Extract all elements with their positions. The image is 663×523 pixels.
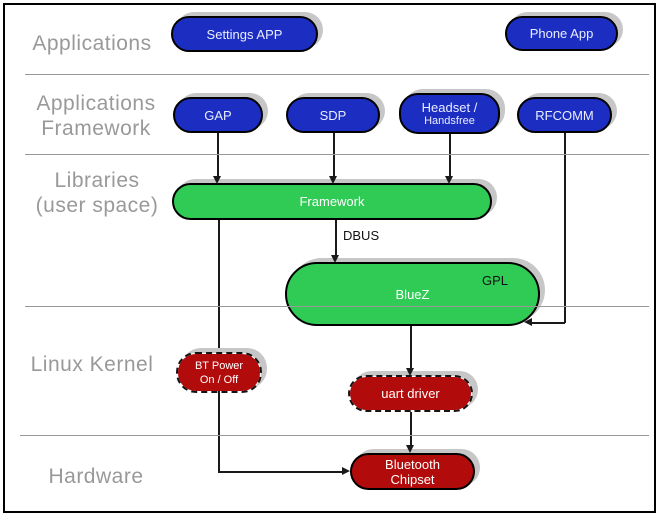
edge-bluez-uart xyxy=(410,326,412,368)
arrowhead-framework-chipset xyxy=(342,467,350,475)
node-gap: GAP xyxy=(173,97,263,133)
node-label: Framework xyxy=(299,194,365,209)
edge-rfcomm-bluez-vertical xyxy=(564,133,566,323)
arrowhead-framework-bluez xyxy=(331,255,339,263)
node-label: BT Power xyxy=(194,359,244,372)
node-label: Handsfree xyxy=(424,114,475,127)
arrowhead-headset-framework xyxy=(445,176,453,184)
node-bluez: BlueZ GPL xyxy=(285,262,540,326)
dbus-edge-label: DBUS xyxy=(343,228,380,243)
node-label: BlueZ xyxy=(395,286,430,302)
layer-label-text: Hardware xyxy=(48,465,144,488)
layer-label-applications: Applications xyxy=(8,31,176,56)
gpl-badge: GPL xyxy=(481,273,508,288)
layer-label-libraries: Libraries (user space) xyxy=(8,168,186,218)
node-label: Chipset xyxy=(390,471,435,487)
layer-separator-4 xyxy=(20,435,649,436)
layer-label-text: Applications xyxy=(36,92,156,115)
edge-gap-framework xyxy=(217,133,219,177)
node-label: RFCOMM xyxy=(535,107,594,123)
arrowhead-gap-framework xyxy=(213,176,221,184)
node-bluetooth-chipset: Bluetooth Chipset xyxy=(350,453,475,490)
edge-sdp-framework xyxy=(333,133,335,177)
layer-label-text: (user space) xyxy=(35,194,159,217)
node-label: uart driver xyxy=(381,386,440,401)
arrowhead-bluez-uart xyxy=(406,368,414,376)
node-label: Phone App xyxy=(529,26,594,41)
layer-label-text: Framework xyxy=(41,117,151,140)
node-sdp: SDP xyxy=(286,97,380,133)
node-rfcomm: RFCOMM xyxy=(517,97,612,133)
edge-framework-chipset-vertical xyxy=(218,220,220,472)
layer-label-text: Applications xyxy=(32,32,152,55)
layer-label-applications-framework: Applications Framework xyxy=(8,91,184,141)
node-label: SDP xyxy=(319,107,347,123)
arrowhead-sdp-framework xyxy=(329,176,337,184)
layer-separator-1 xyxy=(25,74,649,75)
node-label: Headset / xyxy=(421,99,478,115)
arrowhead-rfcomm-bluez xyxy=(524,318,532,326)
layer-label-hardware: Hardware xyxy=(8,464,184,489)
layer-label-text: Libraries xyxy=(54,169,140,192)
outer-border xyxy=(3,3,656,513)
edge-framework-chipset-horizontal xyxy=(218,471,342,473)
node-bt-power: BT Power On / Off xyxy=(176,352,262,393)
layer-separator-2 xyxy=(25,154,649,155)
edge-uart-chipset xyxy=(410,412,412,446)
node-headset-handsfree: Headset / Handsfree xyxy=(399,93,500,134)
edge-rfcomm-bluez-horizontal xyxy=(530,322,565,324)
node-label: GAP xyxy=(204,107,232,123)
layer-label-linux-kernel: Linux Kernel xyxy=(8,352,176,377)
node-label: Settings APP xyxy=(206,26,283,42)
node-settings-app: Settings APP xyxy=(171,16,318,52)
node-framework: Framework xyxy=(172,183,492,220)
edge-framework-bluez xyxy=(335,220,337,256)
layer-separator-3 xyxy=(25,306,649,307)
node-phone-app: Phone App xyxy=(505,16,618,51)
arrowhead-uart-chipset xyxy=(406,445,414,453)
node-uart-driver: uart driver xyxy=(348,375,473,412)
layer-label-text: Linux Kernel xyxy=(30,353,154,376)
edge-headset-framework xyxy=(449,134,451,177)
node-label: On / Off xyxy=(199,373,239,386)
node-label: Bluetooth xyxy=(385,456,440,472)
